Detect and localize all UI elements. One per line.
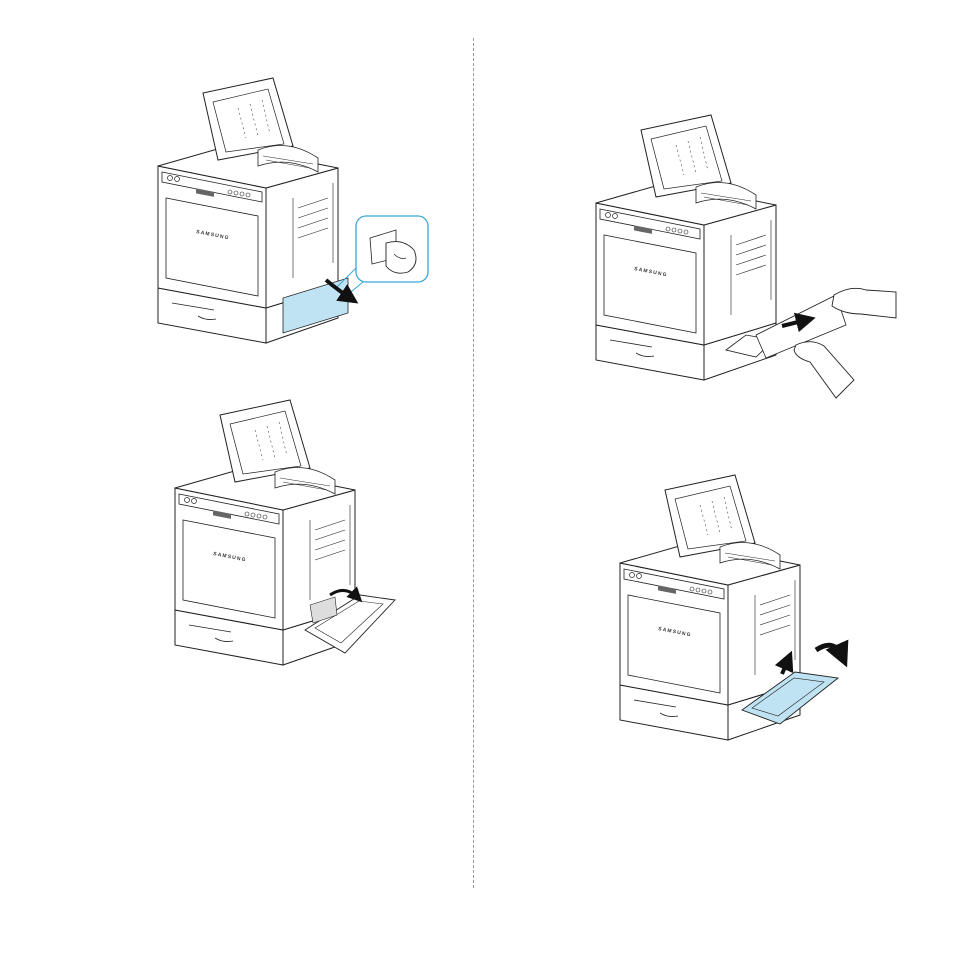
page-divider [473, 38, 474, 888]
figure-remove-jammed-paper: SAMSUNG [596, 100, 901, 400]
arrow-icon [816, 645, 842, 656]
printer-icon: SAMSUNG [620, 460, 870, 735]
printer-icon: SAMSUNG [175, 385, 450, 670]
printer-icon: SAMSUNG [158, 68, 433, 338]
figure-open-side-cover: SAMSUNG [158, 68, 433, 338]
hand-icon [794, 288, 896, 398]
printer-icon: SAMSUNG [596, 100, 901, 400]
zoom-callout-icon [336, 216, 428, 296]
figure-open-mp-tray: SAMSUNG [175, 385, 450, 670]
figure-close-mp-tray: SAMSUNG [620, 460, 870, 735]
